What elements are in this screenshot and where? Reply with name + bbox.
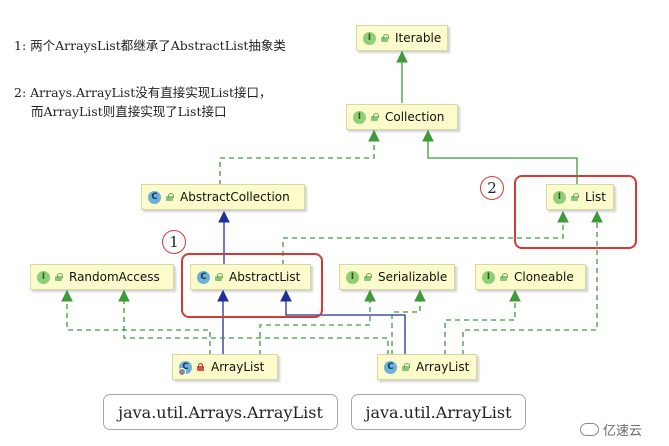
edge-util-arraylist-implements-serializable xyxy=(391,289,426,355)
note-line-3: 而ArrayList则直接实现了List接口 xyxy=(31,104,227,119)
node-label: Serializable xyxy=(378,270,448,284)
node-list[interactable]: I List xyxy=(546,184,614,210)
node-label: AbstractList xyxy=(229,270,301,284)
note-line-1: 1: 两个ArraysList都继承了AbstractList抽象类 xyxy=(14,38,286,53)
marker-1: 1 xyxy=(162,230,186,254)
interface-icon: I xyxy=(346,270,359,284)
node-util-arraylist[interactable]: C ArrayList xyxy=(377,354,477,380)
public-visibility-icon xyxy=(401,362,410,372)
node-label: Collection xyxy=(385,110,445,124)
node-label: AbstractCollection xyxy=(180,190,290,204)
node-label: Iterable xyxy=(395,31,442,45)
node-label: Cloneable xyxy=(514,270,574,284)
edge-arrays-arraylist-implements-serializable xyxy=(259,289,376,355)
node-label: List xyxy=(585,190,606,204)
marker-2: 2 xyxy=(480,176,504,200)
edge-list-extends-collection xyxy=(422,129,578,185)
note-line-2: 2: Arrays.ArrayList没有直接实现List接口， xyxy=(14,85,272,100)
public-visibility-icon xyxy=(54,272,63,282)
node-abstract-collection[interactable]: C AbstractCollection xyxy=(141,184,305,210)
highlight-list xyxy=(514,175,637,249)
public-visibility-icon xyxy=(363,272,372,282)
interface-icon: I xyxy=(482,270,495,284)
node-abstract-list[interactable]: C AbstractList xyxy=(190,264,311,290)
private-lock-icon xyxy=(196,362,205,372)
node-iterable[interactable]: I Iterable xyxy=(356,25,448,51)
public-visibility-icon xyxy=(380,33,389,43)
interface-icon: I xyxy=(363,31,376,45)
class-icon: C xyxy=(384,360,397,374)
interface-icon: I xyxy=(37,270,50,284)
node-cloneable[interactable]: I Cloneable xyxy=(475,264,586,290)
watermark-text: 亿速云 xyxy=(603,424,643,439)
edge-util-arraylist-implements-cloneable xyxy=(444,289,521,355)
label-arrays-arraylist: java.util.Arrays.ArrayList xyxy=(103,394,338,430)
node-label: ArrayList xyxy=(416,360,470,374)
static-marker-icon xyxy=(178,368,186,376)
edge-abstractcollection-implements-collection xyxy=(219,129,380,185)
highlight-abstract-list xyxy=(181,253,323,318)
public-visibility-icon xyxy=(370,112,379,122)
edge-util-arraylist-implements-randomaccess xyxy=(118,289,389,355)
label-util-arraylist: java.util.ArrayList xyxy=(351,394,526,430)
public-visibility-icon xyxy=(165,192,174,202)
interface-icon: I xyxy=(353,110,366,124)
public-visibility-icon xyxy=(214,272,223,282)
edge-util-arraylist-implements-list xyxy=(462,210,603,355)
edge-util-arraylist-extends-abstractlist xyxy=(280,289,406,355)
node-collection[interactable]: I Collection xyxy=(346,104,458,130)
public-visibility-icon xyxy=(570,192,579,202)
node-serializable[interactable]: I Serializable xyxy=(339,264,455,290)
node-label: ArrayList xyxy=(211,360,265,374)
watermark: 亿速云 xyxy=(580,420,642,439)
abstract-class-icon: C xyxy=(148,190,161,204)
edge-arrays-arraylist-implements-randomaccess xyxy=(61,289,211,355)
node-arrays-arraylist[interactable]: C ArrayList xyxy=(172,354,278,380)
public-visibility-icon xyxy=(499,272,508,282)
node-label: RandomAccess xyxy=(69,270,160,284)
node-random-access[interactable]: I RandomAccess xyxy=(30,264,174,290)
edge-abstractlist-implements-list xyxy=(282,210,569,265)
cloud-logo-icon xyxy=(580,423,599,436)
interface-icon: I xyxy=(553,190,566,204)
abstract-class-icon: C xyxy=(197,270,210,284)
